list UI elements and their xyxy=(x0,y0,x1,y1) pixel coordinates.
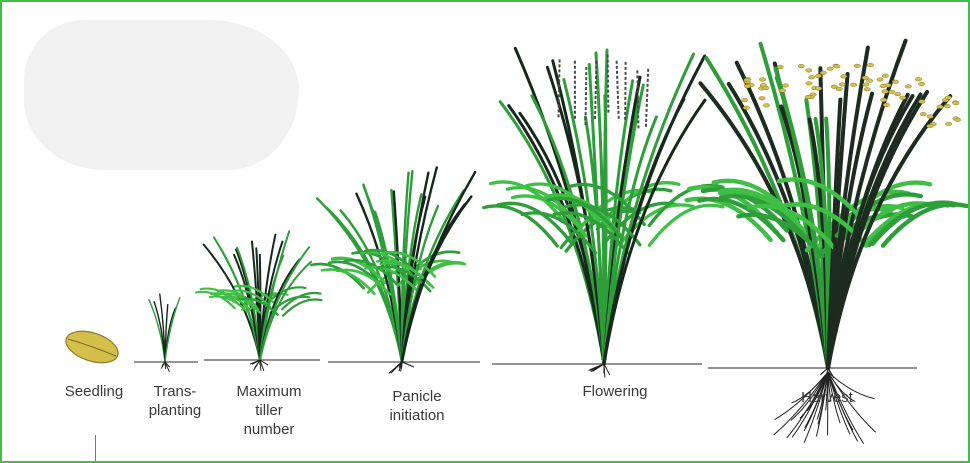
label-flowering: Flowering xyxy=(570,382,660,401)
transplanting-plant xyxy=(149,294,180,372)
flowering-plant xyxy=(484,48,723,377)
label-harvest: Harvest xyxy=(792,388,862,407)
tick-mark xyxy=(95,435,96,461)
label-transplanting: Trans- planting xyxy=(140,382,210,420)
label-seedling: Seedling xyxy=(54,382,134,401)
panicle-initiation-plant xyxy=(311,167,475,373)
max-tiller-plant xyxy=(196,231,321,371)
label-maximum-tiller-number: Maximum tiller number xyxy=(224,382,314,439)
label-panicle-initiation: Panicle initiation xyxy=(372,387,462,425)
harvest-plant xyxy=(687,41,967,444)
seed-icon xyxy=(62,325,122,368)
